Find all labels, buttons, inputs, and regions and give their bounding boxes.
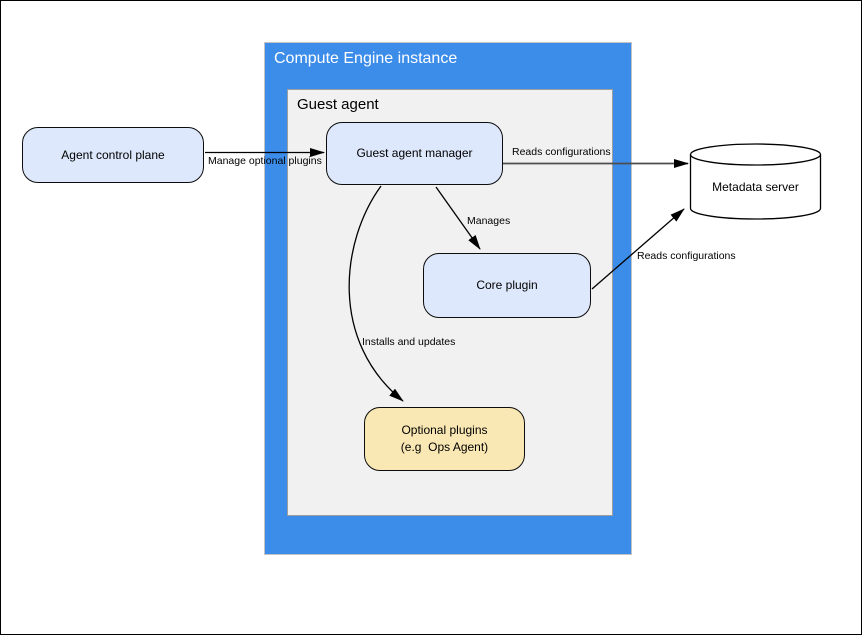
edge-label-reads-configurations-core: Reads configurations — [637, 250, 736, 262]
edge-label-manages: Manages — [467, 215, 511, 227]
node-guest-agent-manager: Guest agent manager — [326, 122, 503, 185]
compute-engine-instance-title: Compute Engine instance — [274, 50, 458, 67]
node-core-plugin: Core plugin — [423, 253, 591, 318]
guest-agent-manager-label: Guest agent manager — [356, 146, 473, 161]
agent-control-plane-label: Agent control plane — [61, 147, 165, 162]
optional-plugins-label-line2: (e.g Ops Agent) — [400, 440, 489, 454]
node-agent-control-plane: Agent control plane — [22, 127, 204, 183]
edge-label-manage-optional-plugins: Manage optional plugins — [208, 155, 322, 167]
edge-label-installs-and-updates: Installs and updates — [362, 336, 456, 348]
optional-plugins-label-line1: Optional plugins — [401, 423, 488, 438]
node-optional-plugins: Optional plugins (e.g Ops Agent) — [364, 407, 525, 471]
guest-agent-title: Guest agent — [297, 96, 379, 113]
metadata-server-label: Metadata server — [712, 179, 799, 194]
edge-label-reads-configurations-manager: Reads configurations — [512, 146, 611, 158]
core-plugin-label: Core plugin — [476, 278, 538, 293]
metadata-server-label-box: Metadata server — [690, 144, 821, 219]
